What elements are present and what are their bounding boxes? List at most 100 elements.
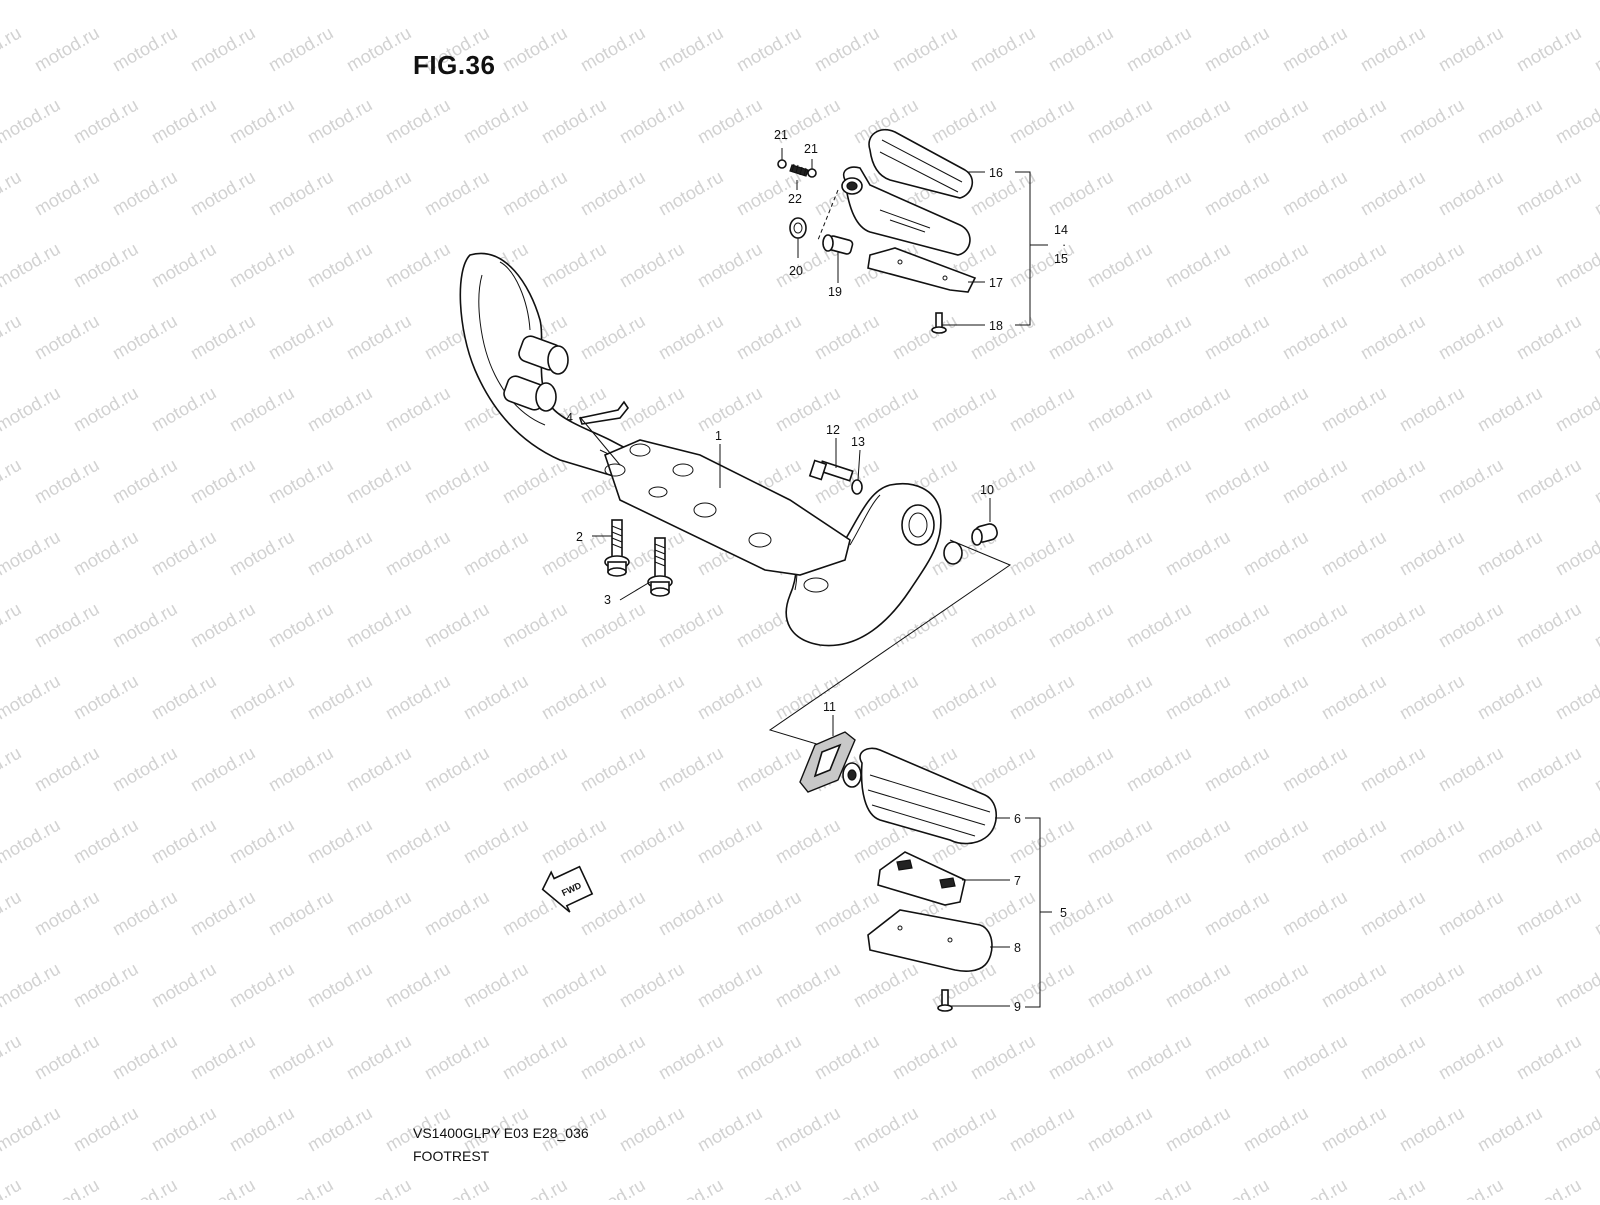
watermark-text: motod.ru bbox=[733, 23, 805, 76]
pin-part-19 bbox=[822, 234, 854, 255]
watermark-text: motod.ru bbox=[577, 1175, 649, 1200]
watermark-text: motod.ru bbox=[109, 743, 181, 796]
watermark-text: motod.ru bbox=[1357, 1031, 1429, 1084]
watermark-text: motod.ru bbox=[0, 455, 25, 508]
watermark-text: motod.ru bbox=[1435, 1175, 1507, 1200]
watermark-text: motod.ru bbox=[70, 815, 142, 868]
watermark-text: motod.ru bbox=[1084, 527, 1156, 580]
watermark-text: motod.ru bbox=[31, 887, 103, 940]
watermark-text: motod.ru bbox=[1162, 1103, 1234, 1156]
pin-part-4 bbox=[578, 400, 629, 425]
watermark-text: motod.ru bbox=[1591, 167, 1600, 220]
watermark-text: motod.ru bbox=[382, 383, 454, 436]
watermark-text: motod.ru bbox=[70, 527, 142, 580]
watermark-text: motod.ru bbox=[538, 239, 610, 292]
gasket-part-11 bbox=[799, 731, 856, 793]
callout-separator: · bbox=[1062, 238, 1066, 252]
watermark-text: motod.ru bbox=[694, 815, 766, 868]
watermark-text: motod.ru bbox=[616, 959, 688, 1012]
watermark-text: motod.ru bbox=[0, 815, 64, 868]
watermark-text: motod.ru bbox=[1084, 1103, 1156, 1156]
watermark-text: motod.ru bbox=[616, 0, 688, 3]
watermark-text: motod.ru bbox=[1396, 383, 1468, 436]
watermark-text: motod.ru bbox=[616, 95, 688, 148]
watermark-text: motod.ru bbox=[577, 167, 649, 220]
watermark-text: motod.ru bbox=[1201, 887, 1273, 940]
watermark-text: motod.ru bbox=[1279, 455, 1351, 508]
watermark-text: motod.ru bbox=[1552, 95, 1600, 148]
watermark-text: motod.ru bbox=[109, 887, 181, 940]
footrest-part-6 bbox=[842, 747, 998, 845]
watermark-text: motod.ru bbox=[967, 743, 1039, 796]
watermark-text: motod.ru bbox=[343, 1031, 415, 1084]
watermark-text: motod.ru bbox=[655, 23, 727, 76]
watermark-text: motod.ru bbox=[1006, 383, 1078, 436]
callout-16: 16 bbox=[989, 166, 1003, 180]
callout-22: 22 bbox=[788, 192, 802, 206]
watermark-text: motod.ru bbox=[538, 95, 610, 148]
watermark-text: motod.ru bbox=[70, 0, 142, 3]
watermark-text: motod.ru bbox=[460, 815, 532, 868]
watermark-text: motod.ru bbox=[187, 455, 259, 508]
watermark-text: motod.ru bbox=[811, 23, 883, 76]
watermark-text: motod.ru bbox=[1435, 1031, 1507, 1084]
screw-part-9 bbox=[937, 989, 953, 1012]
watermark-text: motod.ru bbox=[1201, 455, 1273, 508]
watermark-text: motod.ru bbox=[1201, 743, 1273, 796]
watermark-text: motod.ru bbox=[0, 743, 25, 796]
watermark-text: motod.ru bbox=[1591, 455, 1600, 508]
watermark-text: motod.ru bbox=[421, 599, 493, 652]
watermark-text: motod.ru bbox=[694, 0, 766, 3]
watermark-text: motod.ru bbox=[109, 23, 181, 76]
watermark-text: motod.ru bbox=[304, 95, 376, 148]
watermark-text: motod.ru bbox=[1552, 239, 1600, 292]
callout-21-left: 21 bbox=[774, 128, 788, 142]
cap-part-10 bbox=[971, 523, 998, 546]
callout-6: 6 bbox=[1014, 812, 1021, 826]
watermark-text: motod.ru bbox=[421, 743, 493, 796]
watermark-text: motod.ru bbox=[1435, 311, 1507, 364]
watermark-text: motod.ru bbox=[1513, 599, 1585, 652]
watermark-text: motod.ru bbox=[1279, 599, 1351, 652]
watermark-text: motod.ru bbox=[0, 383, 64, 436]
watermark-text: motod.ru bbox=[577, 311, 649, 364]
watermark-text: motod.ru bbox=[1162, 527, 1234, 580]
washer-part-20 bbox=[789, 217, 807, 239]
watermark-text: motod.ru bbox=[1552, 671, 1600, 724]
watermark-text: motod.ru bbox=[0, 671, 64, 724]
watermark-text: motod.ru bbox=[265, 887, 337, 940]
callout-13: 13 bbox=[851, 435, 865, 449]
watermark-text: motod.ru bbox=[0, 167, 25, 220]
callout-10: 10 bbox=[980, 483, 994, 497]
watermark-text: motod.ru bbox=[343, 167, 415, 220]
watermark-text: motod.ru bbox=[31, 743, 103, 796]
watermark-text: motod.ru bbox=[1045, 599, 1117, 652]
watermark-text: motod.ru bbox=[1123, 599, 1195, 652]
watermark-text: motod.ru bbox=[1162, 239, 1234, 292]
watermark-text: motod.ru bbox=[1474, 383, 1546, 436]
watermark-text: motod.ru bbox=[538, 527, 610, 580]
watermark-text: motod.ru bbox=[1123, 311, 1195, 364]
watermark-text: motod.ru bbox=[1513, 455, 1585, 508]
watermark-text: motod.ru bbox=[0, 95, 64, 148]
watermark-text: motod.ru bbox=[70, 671, 142, 724]
watermark-text: motod.ru bbox=[148, 527, 220, 580]
watermark-text: motod.ru bbox=[616, 815, 688, 868]
watermark-text: motod.ru bbox=[0, 23, 25, 76]
watermark-text: motod.ru bbox=[1201, 1175, 1273, 1200]
watermark-text: motod.ru bbox=[1201, 1031, 1273, 1084]
watermark-text: motod.ru bbox=[187, 1175, 259, 1200]
watermark-text: motod.ru bbox=[967, 1031, 1039, 1084]
watermark-text: motod.ru bbox=[1006, 0, 1078, 3]
watermark-text: motod.ru bbox=[265, 1175, 337, 1200]
watermark-text: motod.ru bbox=[655, 599, 727, 652]
watermark-text: motod.ru bbox=[31, 1175, 103, 1200]
watermark-text: motod.ru bbox=[655, 311, 727, 364]
watermark-text: motod.ru bbox=[1201, 167, 1273, 220]
callout-15: 15 bbox=[1054, 252, 1068, 266]
watermark-text: motod.ru bbox=[382, 815, 454, 868]
watermark-text: motod.ru bbox=[187, 311, 259, 364]
watermark-text: motod.ru bbox=[460, 527, 532, 580]
watermark-text: motod.ru bbox=[1162, 0, 1234, 3]
